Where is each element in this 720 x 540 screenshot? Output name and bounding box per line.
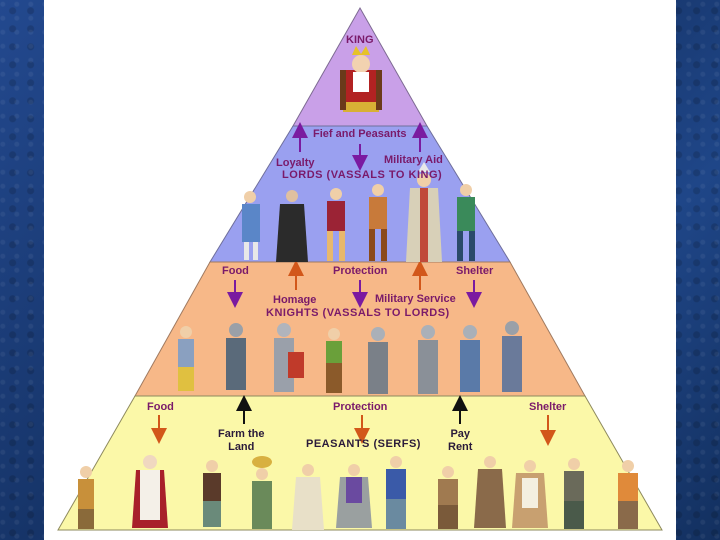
knight-figure-7 xyxy=(460,325,480,392)
knight-figure-6 xyxy=(418,325,438,394)
peasant-figure-4 xyxy=(252,456,272,529)
farm-the-land-label: Farm the Land xyxy=(218,428,265,453)
peasant-figure-6 xyxy=(336,464,372,528)
lord-figure-4 xyxy=(369,184,387,261)
homage-label: Homage xyxy=(273,294,317,306)
knights-title: KNIGHTS (VASSALS TO LORDS) xyxy=(266,307,450,319)
knights-food-label: Food xyxy=(147,401,174,413)
lord-figure-1 xyxy=(242,191,260,260)
peasant-figure-2 xyxy=(132,455,168,528)
peasant-figure-12 xyxy=(618,460,638,529)
lord-figure-6 xyxy=(457,184,475,261)
knights-shelter-label: Shelter xyxy=(529,401,567,413)
peasant-figure-5 xyxy=(292,464,324,530)
pay-rent-label: Pay Rent xyxy=(448,428,473,453)
peasant-figure-10 xyxy=(512,460,548,528)
peasants-title: PEASANTS (SERFS) xyxy=(306,438,421,450)
lords-title: LORDS (VASSALS TO KING) xyxy=(282,169,443,181)
king-figure xyxy=(340,46,382,112)
lord-figure-5-bishop xyxy=(406,162,442,262)
lord-figure-2 xyxy=(276,190,308,262)
loyalty-label: Loyalty xyxy=(276,157,315,169)
knights-protection-label: Protection xyxy=(333,401,388,413)
knight-figure-3 xyxy=(274,323,304,392)
king-title: KING xyxy=(346,34,374,46)
fief-and-peasants-label: Fief and Peasants xyxy=(313,128,407,140)
knight-figure-2 xyxy=(226,323,246,390)
knight-figure-5 xyxy=(368,327,388,394)
peasant-figure-9 xyxy=(474,456,506,528)
lords-food-label: Food xyxy=(222,265,249,277)
military-aid-label: Military Aid xyxy=(384,154,443,166)
peasant-figure-8 xyxy=(438,466,458,529)
peasant-figure-1 xyxy=(78,466,94,529)
lords-shelter-label: Shelter xyxy=(456,265,494,277)
lords-figures xyxy=(242,162,475,262)
lords-protection-label: Protection xyxy=(333,265,388,277)
peasant-figure-3 xyxy=(203,460,221,527)
peasant-figure-11 xyxy=(564,458,584,529)
lord-figure-3 xyxy=(327,188,345,261)
military-service-label: Military Service xyxy=(375,293,456,305)
knight-figure-8 xyxy=(502,321,522,392)
knight-figure-4 xyxy=(326,328,342,393)
knights-figures xyxy=(178,321,522,394)
peasants-figures xyxy=(78,455,638,530)
knight-figure-1 xyxy=(178,326,194,391)
peasant-figure-7 xyxy=(386,456,406,529)
